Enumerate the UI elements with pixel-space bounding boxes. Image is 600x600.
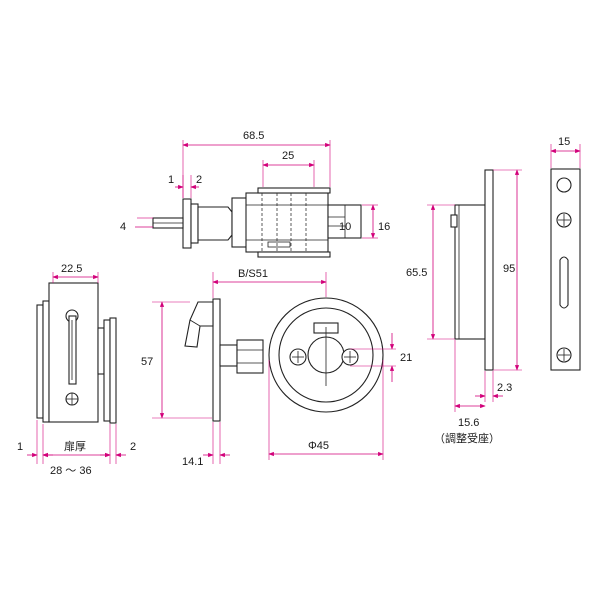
dim-hole-spacing: 21 (400, 352, 412, 364)
dim-backset: B/S51 (238, 268, 268, 280)
dim-base-width: 14.1 (182, 456, 203, 468)
front-view-dimensions: B/S51 57 21 14.1 Φ45 (141, 268, 412, 468)
dim-body-length: 25 (282, 150, 294, 162)
top-view (152, 187, 362, 258)
strike-side-view (450, 169, 494, 371)
door-section-view (36, 282, 117, 424)
dim-strike-height-outer: 95 (503, 263, 515, 275)
dim-strike-offset: 2.3 (497, 382, 512, 394)
dim-left-gap: 1 (17, 441, 23, 453)
dim-strike-height-inner: 65.5 (406, 267, 427, 279)
dim-door-thickness-range: 28 ～ 36 (50, 465, 92, 477)
strike-side-dimensions: 65.5 95 2.3 15.6 （調整受座） (406, 169, 522, 445)
dim-latch-height: 16 (378, 221, 390, 233)
front-view (184, 297, 384, 422)
dim-right-gap: 2 (130, 441, 136, 453)
dim-strike-width: 15 (558, 136, 570, 148)
strike-front-view (550, 168, 581, 371)
dim-latch-width: 10 (339, 221, 351, 233)
dim-strike-depth: 15.6 (458, 417, 479, 429)
dim-knob-height: 57 (141, 356, 153, 368)
dim-plate-left: 1 (168, 174, 174, 186)
door-section-dimensions: 22.5 1 2 扉厚 28 ～ 36 (17, 263, 136, 477)
dim-escutcheon-diameter: Φ45 (308, 440, 329, 452)
strike-note: （調整受座） (434, 431, 500, 445)
dim-total-length: 68.5 (243, 130, 264, 142)
top-view-dimensions: 68.5 25 1 2 4 10 16 (120, 130, 390, 239)
dim-bolt-height: 4 (120, 221, 126, 233)
strike-front-dimensions: 15 (550, 136, 581, 168)
dim-plate-right: 2 (196, 174, 202, 186)
dim-front-width: 22.5 (61, 263, 82, 275)
dim-door-thickness-label: 扉厚 (64, 440, 86, 453)
